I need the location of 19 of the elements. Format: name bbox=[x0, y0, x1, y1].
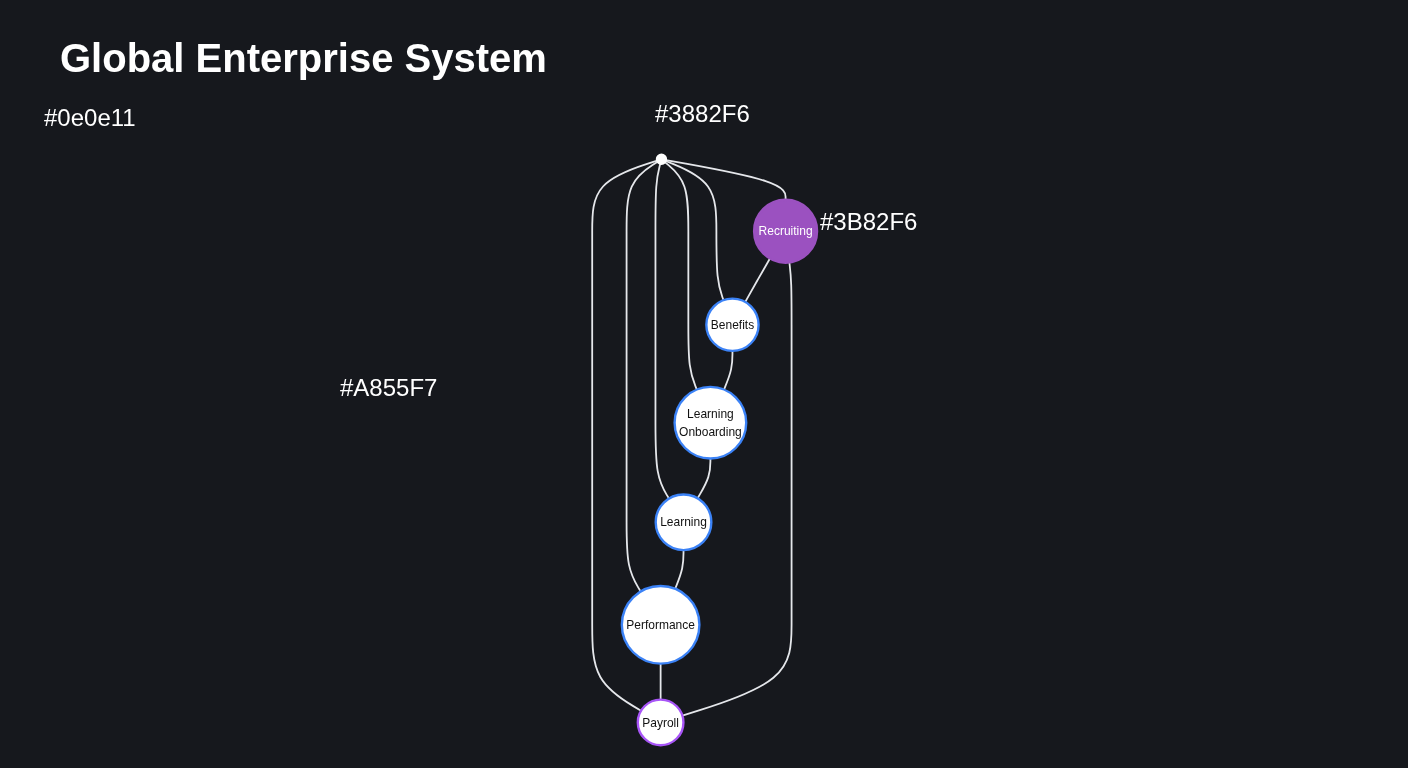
connector bbox=[665, 160, 725, 302]
node-circle bbox=[656, 153, 668, 165]
color-code-label: #3882F6 bbox=[655, 100, 750, 128]
node-circle: Payroll bbox=[636, 698, 685, 747]
connector bbox=[744, 257, 772, 303]
connector bbox=[591, 159, 659, 712]
diagram-title: Global Enterprise System bbox=[60, 36, 547, 81]
color-code-label: #0e0e11 bbox=[44, 104, 136, 132]
connector bbox=[654, 162, 671, 500]
node-circle: Performance bbox=[621, 584, 701, 665]
node-circle: Learning bbox=[654, 493, 713, 552]
node-circle: Learning Onboarding bbox=[673, 385, 748, 460]
connector bbox=[626, 160, 659, 593]
node-circle: Benefits bbox=[705, 297, 761, 353]
color-code-label: #A855F7 bbox=[340, 374, 438, 402]
connector bbox=[664, 161, 699, 391]
connector bbox=[674, 549, 685, 590]
color-code-label: #3B82F6 bbox=[820, 208, 918, 236]
node-circle: Recruiting bbox=[753, 198, 819, 264]
